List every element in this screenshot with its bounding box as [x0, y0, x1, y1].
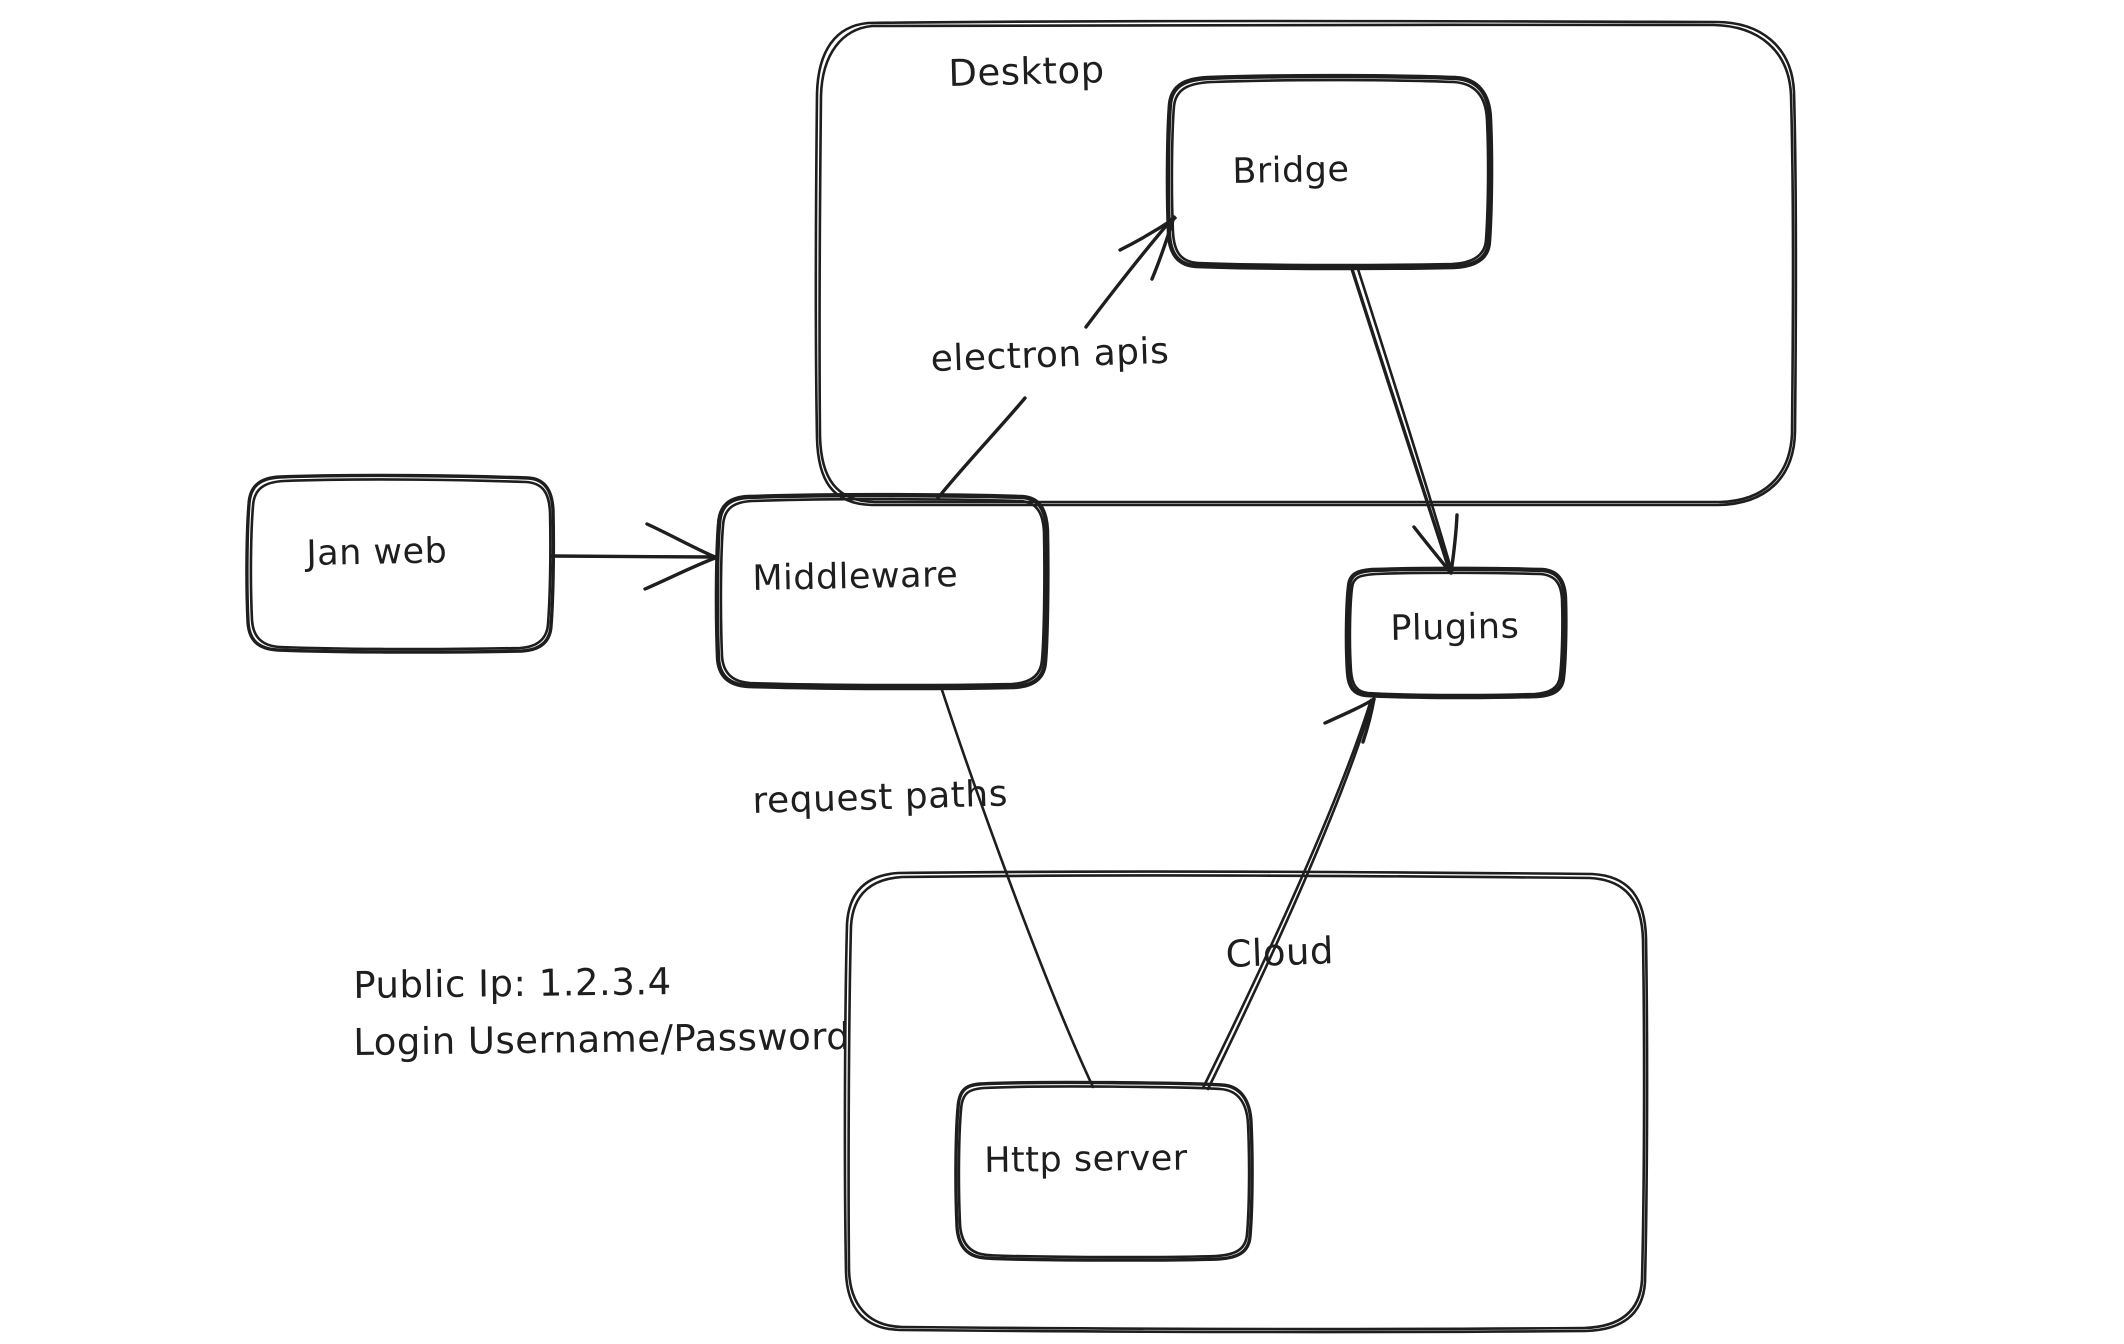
node-label-http-server: Http server [983, 1138, 1188, 1181]
node-label-jan-web: Jan web [305, 531, 448, 574]
node-label-plugins: Plugins [1389, 606, 1520, 649]
edge-bridge-to-plugins[interactable] [1349, 264, 1459, 575]
group-label-cloud: Cloud [1224, 929, 1335, 976]
edge-label-electron-apis: electron apis [929, 330, 1170, 380]
note-login-credentials: Login Username/Password [353, 1014, 851, 1064]
edge-http-server-to-plugins[interactable] [1201, 697, 1376, 1091]
note-public-ip: Public Ip: 1.2.3.4 [353, 960, 672, 1007]
edge-middleware-to-http-server[interactable] [940, 688, 1095, 1089]
node-label-middleware: Middleware [751, 555, 959, 599]
edge-middleware-to-bridge[interactable] [936, 215, 1177, 500]
group-container-cloud[interactable] [843, 870, 1649, 1334]
node-shape-http-server[interactable] [954, 1080, 1254, 1262]
node-shape-jan-web[interactable] [245, 473, 556, 654]
edge-jan-web-to-middleware[interactable] [549, 522, 717, 591]
node-shape-bridge[interactable] [1165, 73, 1494, 271]
group-label-desktop: Desktop [947, 48, 1106, 95]
node-label-bridge: Bridge [1231, 149, 1350, 192]
group-container-desktop[interactable] [814, 19, 1798, 508]
node-shape-middleware[interactable] [714, 492, 1050, 691]
node-shape-plugins[interactable] [1344, 566, 1568, 700]
edge-label-request-paths: request paths [751, 773, 1009, 822]
